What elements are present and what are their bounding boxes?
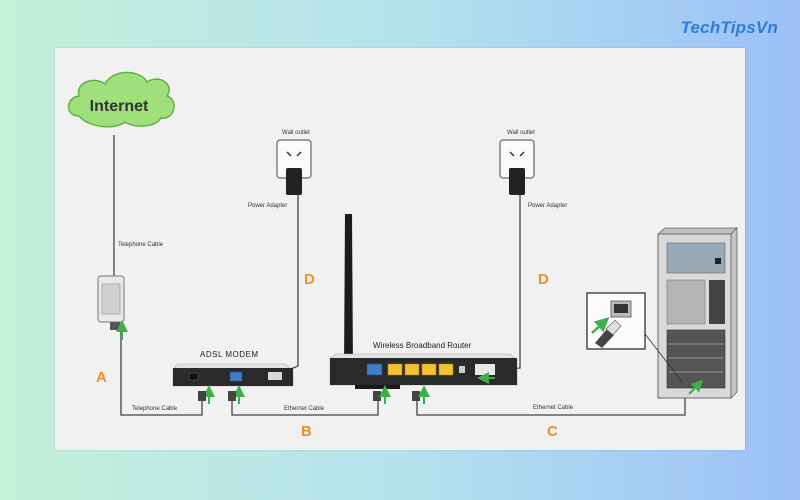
power-adapter-right-label: Power Adapter — [528, 203, 567, 209]
dsl-splitter — [97, 275, 125, 330]
modem-label: ADSL MODEM — [200, 350, 259, 359]
wall-outlet-right — [499, 139, 535, 195]
brand-logo-text: TechTipsVn — [680, 18, 778, 37]
letter-b: B — [301, 423, 312, 440]
letter-a: A — [96, 369, 107, 386]
network-diagram: Internet Telephone Cable A Wall outlet P… — [67, 71, 738, 440]
cable-splitter-modem — [120, 330, 203, 416]
ethernet-cable-right-label: Ethernet Cable — [533, 405, 574, 411]
wall-outlet-right-label: Wall outlet — [507, 130, 535, 136]
desktop-pc — [656, 227, 738, 399]
router-label: Wireless Broadband Router — [373, 341, 472, 350]
adsl-modem — [172, 363, 294, 387]
ethernet-cable-mid-label: Ethernet Cable — [284, 406, 325, 412]
router-antenna — [344, 214, 353, 370]
letter-d-left: D — [304, 271, 315, 288]
cables — [113, 135, 686, 416]
cable-modem-router — [231, 395, 379, 416]
wall-outlet-left — [276, 139, 312, 195]
arrow-icon — [591, 317, 610, 334]
telephone-cable-top-label: Telephone Cable — [118, 242, 164, 248]
internet-cloud: Internet — [67, 71, 175, 128]
diagram-panel: Internet Telephone Cable A Wall outlet P… — [55, 48, 745, 450]
cable-router-pc — [416, 396, 686, 416]
telephone-cable-bottom-label: Telephone Cable — [132, 406, 178, 412]
internet-label: Internet — [90, 98, 149, 115]
cable-adapter-modem — [280, 195, 299, 374]
wall-outlet-left-label: Wall outlet — [282, 130, 310, 136]
arrow-icon — [688, 379, 704, 395]
letter-d-right: D — [538, 271, 549, 288]
wireless-router — [329, 353, 518, 389]
power-adapter-left-label: Power Adapter — [248, 203, 287, 209]
cable-adapter-router — [487, 195, 521, 374]
letter-c: C — [547, 423, 558, 440]
